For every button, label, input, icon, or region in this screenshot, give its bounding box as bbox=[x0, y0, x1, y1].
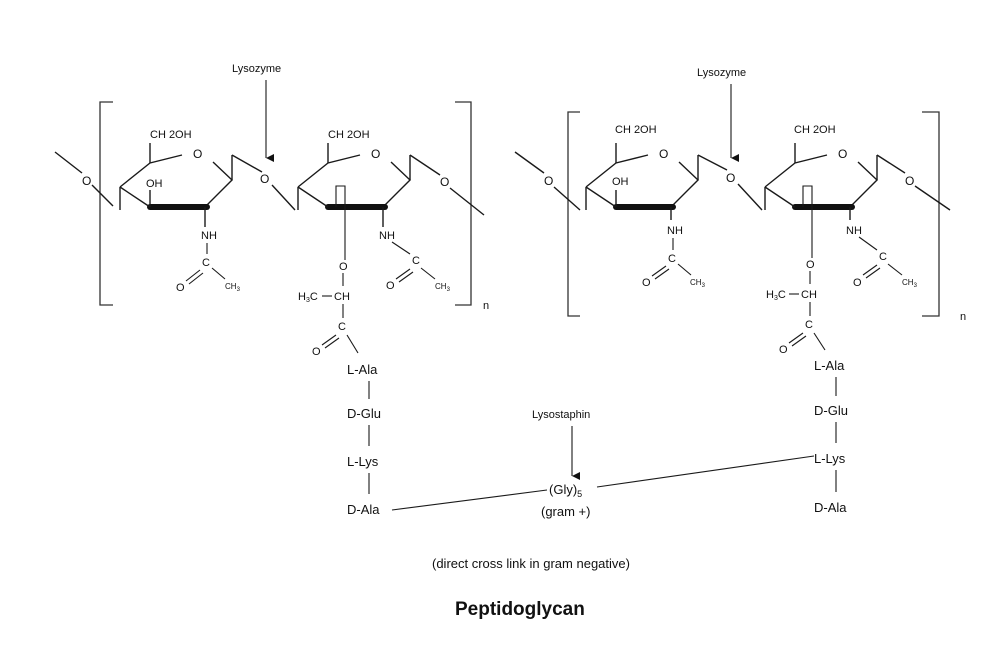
right-repeat-n: n bbox=[960, 311, 966, 323]
left-chain-in-bond-2 bbox=[91, 184, 114, 207]
right-lysozyme-label: Lysozyme bbox=[697, 67, 746, 79]
left-sugar-1-nh: NH bbox=[201, 230, 217, 242]
left-sugar-1-ch2oh: CH 2OH bbox=[150, 129, 192, 141]
pentaglycine-crosslink: Lysostaphin (Gly)5 (gram +) (direct cros… bbox=[391, 409, 815, 571]
right-sugar-2-ch3: CH3 bbox=[902, 278, 918, 289]
left-chain-in-oxygen: O bbox=[82, 174, 91, 188]
lysostaphin-label: Lysostaphin bbox=[532, 409, 590, 421]
left-sugar-1-ring-oxygen: O bbox=[193, 147, 202, 161]
right-lysozyme-site-oxygen: O bbox=[726, 171, 735, 185]
right-sugar-2-ring-oxygen: O bbox=[838, 147, 847, 161]
right-sugar-1-nh: NH bbox=[667, 225, 683, 237]
right-sugar-2-c: C bbox=[879, 251, 887, 263]
right-sugar-2-carboxyl-o: O bbox=[779, 344, 788, 356]
left-sugar-1-carbonyl-o: O bbox=[176, 282, 185, 294]
left-sugar-1-ch3: CH3 bbox=[225, 282, 241, 293]
crosslink-right-bond bbox=[596, 455, 815, 488]
right-sugar-1: CH 2OH O OH NH C O CH3 bbox=[585, 124, 706, 289]
left-peptide-l-ala: L-Ala bbox=[347, 362, 378, 377]
right-sugar-1-ring-oxygen: O bbox=[659, 147, 668, 161]
left-sugar-2-h3c: H3C bbox=[298, 291, 318, 304]
left-sugar-2-ch2oh: CH 2OH bbox=[328, 129, 370, 141]
right-sugar-1-c: C bbox=[668, 253, 676, 265]
left-chain-out-oxygen: O bbox=[440, 175, 449, 189]
left-peptide-d-ala: D-Ala bbox=[347, 502, 380, 517]
right-peptide-d-glu: D-Glu bbox=[814, 403, 848, 418]
left-lysozyme-label: Lysozyme bbox=[232, 63, 281, 75]
right-sugar-2-h3c: H3C bbox=[766, 289, 786, 302]
right-sugar-2-carboxyl-c: C bbox=[805, 319, 813, 331]
left-lysozyme-site-oxygen: O bbox=[260, 172, 269, 186]
right-sugar-2-ch: CH bbox=[801, 289, 817, 301]
left-sugar-2-ch3: CH3 bbox=[435, 282, 451, 293]
right-chain-in-oxygen: O bbox=[544, 174, 553, 188]
left-repeat-n: n bbox=[483, 300, 489, 312]
gly5-label: (Gly)5 bbox=[549, 482, 582, 499]
right-chain-out-oxygen: O bbox=[905, 174, 914, 188]
left-sugar-2-c: C bbox=[412, 255, 420, 267]
left-sugar-2-ch: CH bbox=[334, 291, 350, 303]
right-sugar-1-carbonyl-o: O bbox=[642, 277, 651, 289]
left-open-bracket bbox=[99, 101, 113, 306]
left-sugar-2-lactyl-oxygen: O bbox=[339, 261, 348, 273]
left-repeat-unit: n O CH 2OH O OH NH C O CH3 bbox=[54, 63, 489, 517]
gram-positive-label: (gram +) bbox=[541, 504, 590, 519]
right-peptide-l-lys: L-Lys bbox=[814, 451, 846, 466]
left-sugar-2-nh: NH bbox=[379, 230, 395, 242]
right-sugar-1-oh: OH bbox=[612, 176, 629, 188]
right-sugar-1-ch2oh: CH 2OH bbox=[615, 124, 657, 136]
left-sugar-2-carboxyl-o: O bbox=[312, 346, 321, 358]
left-sugar-2-carboxyl-c: C bbox=[338, 321, 346, 333]
left-peptide-stem: L-Ala D-Glu L-Lys D-Ala bbox=[347, 362, 381, 517]
right-peptide-d-ala: D-Ala bbox=[814, 500, 847, 515]
right-sugar-1-ch3: CH3 bbox=[690, 278, 706, 289]
left-sugar-1-oh: OH bbox=[146, 178, 163, 190]
left-peptide-d-glu: D-Glu bbox=[347, 406, 381, 421]
left-sugar-2: CH 2OH O O H3C CH C O NH C O CH3 bbox=[297, 129, 451, 358]
right-close-bracket bbox=[922, 111, 940, 317]
left-sugar-1-c: C bbox=[202, 257, 210, 269]
left-close-bracket bbox=[455, 101, 472, 306]
left-sugar-1: CH 2OH O OH NH C O CH3 bbox=[119, 129, 241, 294]
left-peptide-l-lys: L-Lys bbox=[347, 454, 379, 469]
right-sugar-2-carbonyl-o: O bbox=[853, 277, 862, 289]
left-sugar-2-ring-oxygen: O bbox=[371, 147, 380, 161]
right-repeat-unit: n O CH 2OH O OH NH C O CH3 O bbox=[514, 67, 966, 515]
right-sugar-2-ch2oh: CH 2OH bbox=[794, 124, 836, 136]
left-chain-in-bond bbox=[54, 151, 83, 174]
right-open-bracket bbox=[567, 111, 580, 317]
crosslink-left-bond bbox=[391, 489, 548, 511]
right-peptide-stem: L-Ala D-Glu L-Lys D-Ala bbox=[814, 358, 848, 515]
right-sugar-2: CH 2OH O O H3C CH C O NH C O CH3 bbox=[764, 124, 918, 356]
diagram-title: Peptidoglycan bbox=[455, 599, 585, 620]
right-sugar-2-nh: NH bbox=[846, 225, 862, 237]
gram-negative-note: (direct cross link in gram negative) bbox=[432, 556, 630, 571]
right-peptide-l-ala: L-Ala bbox=[814, 358, 845, 373]
right-sugar-2-lactyl-oxygen: O bbox=[806, 259, 815, 271]
left-sugar-2-carbonyl-o: O bbox=[386, 280, 395, 292]
